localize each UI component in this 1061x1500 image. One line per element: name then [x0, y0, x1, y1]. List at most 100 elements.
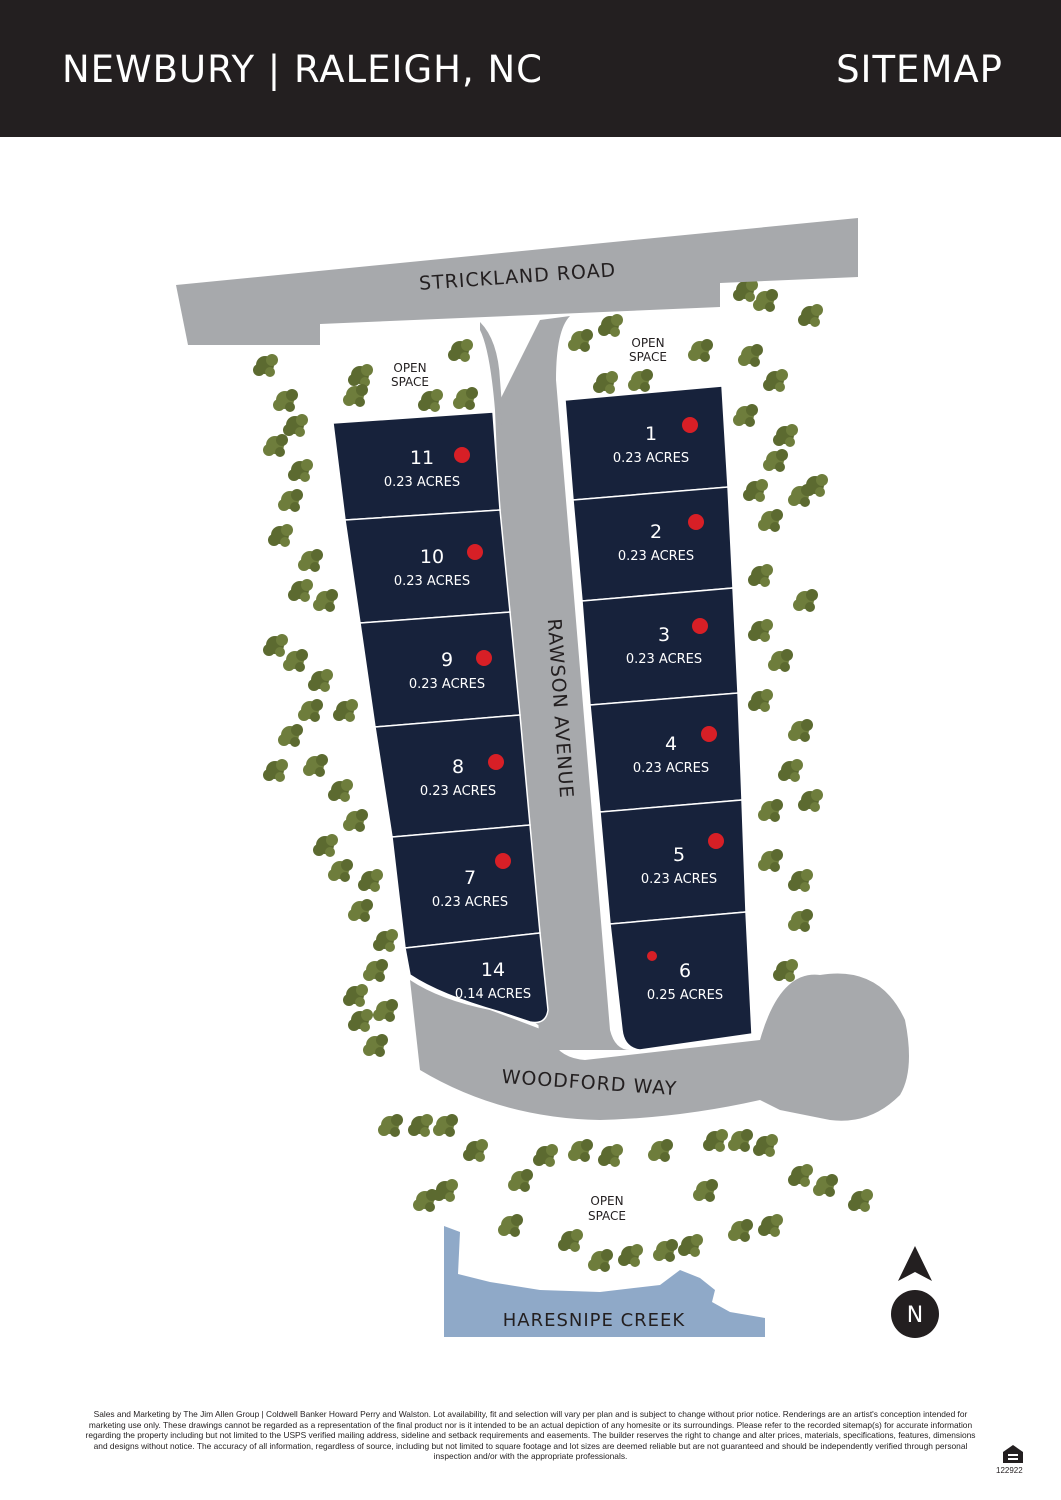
- open-space-s-line1: OPEN: [590, 1194, 623, 1208]
- lot-acres: 0.14 ACRES: [455, 987, 531, 1002]
- lot-number: 14: [481, 959, 505, 981]
- tree-icon: [313, 589, 338, 612]
- tree-icon: [533, 1144, 558, 1167]
- tree-icon: [733, 404, 758, 427]
- tree-icon: [788, 869, 813, 892]
- tree-icon: [273, 389, 298, 412]
- tree-icon: [763, 449, 788, 472]
- tree-icon: [348, 1009, 373, 1032]
- tree-icon: [418, 389, 443, 412]
- tree-icon: [343, 809, 368, 832]
- lot-acres: 0.23 ACRES: [409, 677, 485, 692]
- tree-icon: [618, 1244, 643, 1267]
- tree-icon: [333, 699, 358, 722]
- tree-icon: [598, 314, 623, 337]
- tree-icon: [498, 1214, 523, 1237]
- available-dot: [495, 853, 511, 869]
- tree-icon: [298, 549, 323, 572]
- lot-14[interactable]: [404, 932, 549, 1024]
- tree-icon: [408, 1114, 433, 1137]
- tree-icon: [263, 434, 288, 457]
- lot-3[interactable]: [581, 587, 739, 706]
- available-dot: [708, 833, 724, 849]
- lot-acres: 0.23 ACRES: [613, 451, 689, 466]
- available-dot: [688, 514, 704, 530]
- tree-icon: [263, 634, 288, 657]
- tree-icon: [798, 304, 823, 327]
- tree-icon: [678, 1234, 703, 1257]
- lot-acres: 0.23 ACRES: [432, 895, 508, 910]
- tree-icon: [298, 699, 323, 722]
- available-dot: [476, 650, 492, 666]
- tree-icon: [758, 1214, 783, 1237]
- tree-icon: [703, 1129, 728, 1152]
- tree-icon: [268, 524, 293, 547]
- tree-icon: [738, 344, 763, 367]
- tree-icon: [433, 1179, 458, 1202]
- header-bar: NEWBURY | RALEIGH, NC SITEMAP: [0, 0, 1061, 137]
- available-dot: [682, 417, 698, 433]
- lot-number: 9: [441, 649, 453, 671]
- lot-number: 10: [420, 546, 444, 568]
- available-dot: [467, 544, 483, 560]
- tree-icon: [753, 1134, 778, 1157]
- lot-number: 3: [658, 624, 670, 646]
- tree-icon: [788, 909, 813, 932]
- north-arrow-icon: [898, 1246, 932, 1281]
- compass-letter: N: [907, 1303, 923, 1328]
- lot-number: 7: [464, 867, 476, 889]
- tree-icon: [758, 509, 783, 532]
- tree-icon: [263, 759, 288, 782]
- lot-acres: 0.23 ACRES: [618, 549, 694, 564]
- tree-icon: [798, 789, 823, 812]
- lot-labels: 11 0.23 ACRES 10 0.23 ACRES 9 0.23 ACRES 8 0.23…: [384, 417, 724, 1003]
- tree-icon: [588, 1249, 613, 1272]
- open-space-nw-line1: OPEN: [393, 361, 426, 375]
- tree-icon: [378, 1114, 403, 1137]
- lot-acres: 0.23 ACRES: [420, 784, 496, 799]
- lot-number: 11: [410, 447, 434, 469]
- tree-icon: [348, 899, 373, 922]
- available-dot: [692, 618, 708, 634]
- lot-number: 8: [452, 756, 464, 778]
- open-space-ne-line2: SPACE: [629, 350, 667, 364]
- lot-number: 6: [679, 960, 691, 982]
- tree-icon: [363, 959, 388, 982]
- tree-icon: [308, 669, 333, 692]
- available-dot: [454, 447, 470, 463]
- compass-circle: [891, 1290, 939, 1338]
- tree-clusters: [253, 279, 873, 1272]
- site-map: 11 0.23 ACRES 10 0.23 ACRES 9 0.23 ACRES 8 0.23…: [176, 218, 909, 1337]
- tree-icon: [748, 619, 773, 642]
- lot-acres: 0.25 ACRES: [647, 988, 723, 1003]
- tree-icon: [373, 929, 398, 952]
- tree-icon: [788, 1164, 813, 1187]
- lot-6[interactable]: [609, 911, 753, 1051]
- open-space-s-line2: SPACE: [588, 1209, 626, 1223]
- tree-icon: [598, 1144, 623, 1167]
- tree-icon: [508, 1169, 533, 1192]
- tree-icon: [728, 1129, 753, 1152]
- tree-icon: [358, 869, 383, 892]
- tree-icon: [793, 589, 818, 612]
- tree-icon: [593, 371, 618, 394]
- tree-icon: [433, 1114, 458, 1137]
- tree-icon: [283, 649, 308, 672]
- tree-icon: [328, 779, 353, 802]
- tree-icon: [278, 724, 303, 747]
- tree-icon: [848, 1189, 873, 1212]
- tree-icon: [288, 459, 313, 482]
- document-code: 122922: [996, 1466, 1023, 1475]
- tree-icon: [278, 489, 303, 512]
- lot-acres: 0.23 ACRES: [394, 574, 470, 589]
- tree-icon: [768, 649, 793, 672]
- tree-icon: [453, 387, 478, 410]
- tree-icon: [628, 369, 653, 392]
- lot-number: 4: [665, 733, 677, 755]
- tree-icon: [313, 834, 338, 857]
- sitemap-label: SITEMAP: [836, 48, 1003, 91]
- tree-icon: [688, 339, 713, 362]
- lot-number: 2: [650, 521, 662, 543]
- available-dot: [488, 754, 504, 770]
- lot-2[interactable]: [572, 486, 734, 602]
